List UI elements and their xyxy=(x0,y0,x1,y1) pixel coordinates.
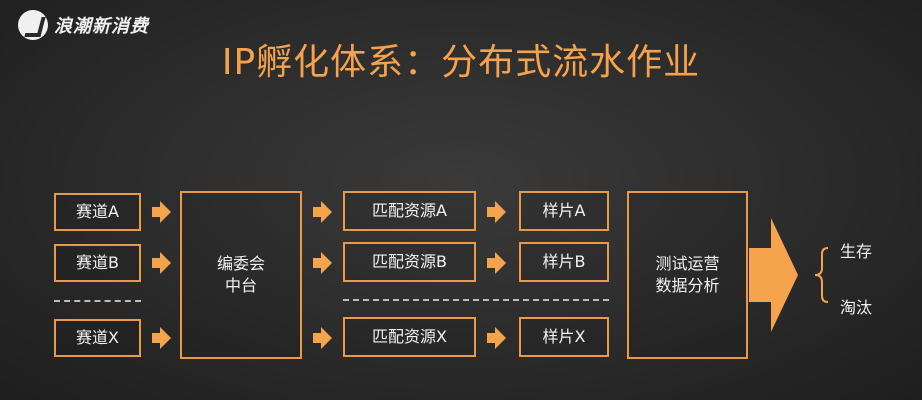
outcome-eliminate: 淘汰 xyxy=(840,298,873,317)
arrow-right-icon xyxy=(313,252,332,274)
resource-box-a: 匹配资源A xyxy=(343,191,476,231)
track-separator xyxy=(54,300,141,302)
big-arrow-right-icon xyxy=(749,218,798,332)
resource-box-x: 匹配资源X xyxy=(343,317,476,357)
page-title: IP孵化体系：分布式流水作业 xyxy=(221,42,701,83)
editorial-board-box: 编委会 中台 xyxy=(180,191,302,359)
brace-icon xyxy=(814,247,829,303)
track-box-b: 赛道B xyxy=(54,244,141,282)
brand-logo-icon xyxy=(18,10,48,40)
arrow-right-icon xyxy=(152,201,171,223)
analysis-line1: 测试运营 xyxy=(655,253,720,273)
resource-separator xyxy=(343,299,609,301)
editorial-board-line2: 中台 xyxy=(224,276,257,295)
track-box-x: 赛道X xyxy=(54,319,141,357)
arrow-right-icon xyxy=(487,327,506,349)
track-box-a: 赛道A xyxy=(54,193,141,231)
sample-box-a: 样片A xyxy=(519,191,609,231)
brand-name: 浪潮新消费 xyxy=(54,16,149,37)
brand-logo: 浪潮新消费 xyxy=(18,10,149,40)
resource-box-b: 匹配资源B xyxy=(343,242,476,282)
outcome-survive: 生存 xyxy=(840,242,873,261)
arrow-right-icon xyxy=(152,252,171,274)
arrow-right-icon xyxy=(152,327,171,349)
arrow-right-icon xyxy=(487,252,506,274)
analysis-line2: 数据分析 xyxy=(655,276,720,295)
analysis-box: 测试运营 数据分析 xyxy=(627,191,748,359)
sample-box-b: 样片B xyxy=(519,242,609,282)
arrow-right-icon xyxy=(487,201,506,223)
sample-box-x: 样片X xyxy=(519,317,609,357)
arrow-right-icon xyxy=(313,327,332,349)
arrow-right-icon xyxy=(313,201,332,223)
editorial-board-line1: 编委会 xyxy=(216,253,265,273)
